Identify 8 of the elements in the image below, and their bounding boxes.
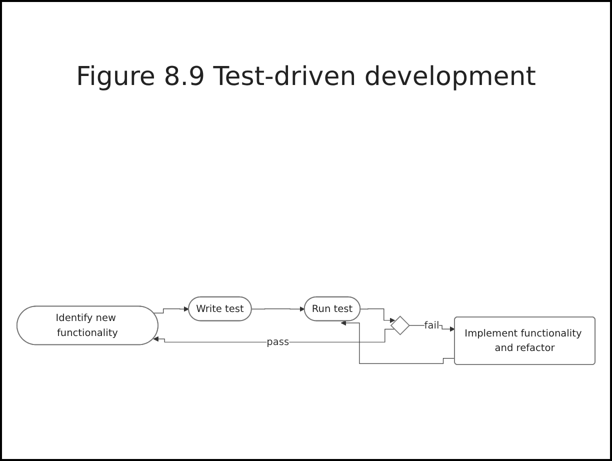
edge-label: fail (424, 319, 440, 331)
arrow (251, 306, 305, 312)
arrow (360, 308, 396, 323)
arrow (153, 306, 190, 314)
arrow (153, 328, 395, 342)
edge-label: pass (266, 336, 290, 348)
node-diamond (390, 315, 410, 336)
figure-title: Figure 8.9 Test-driven development (75, 62, 537, 92)
